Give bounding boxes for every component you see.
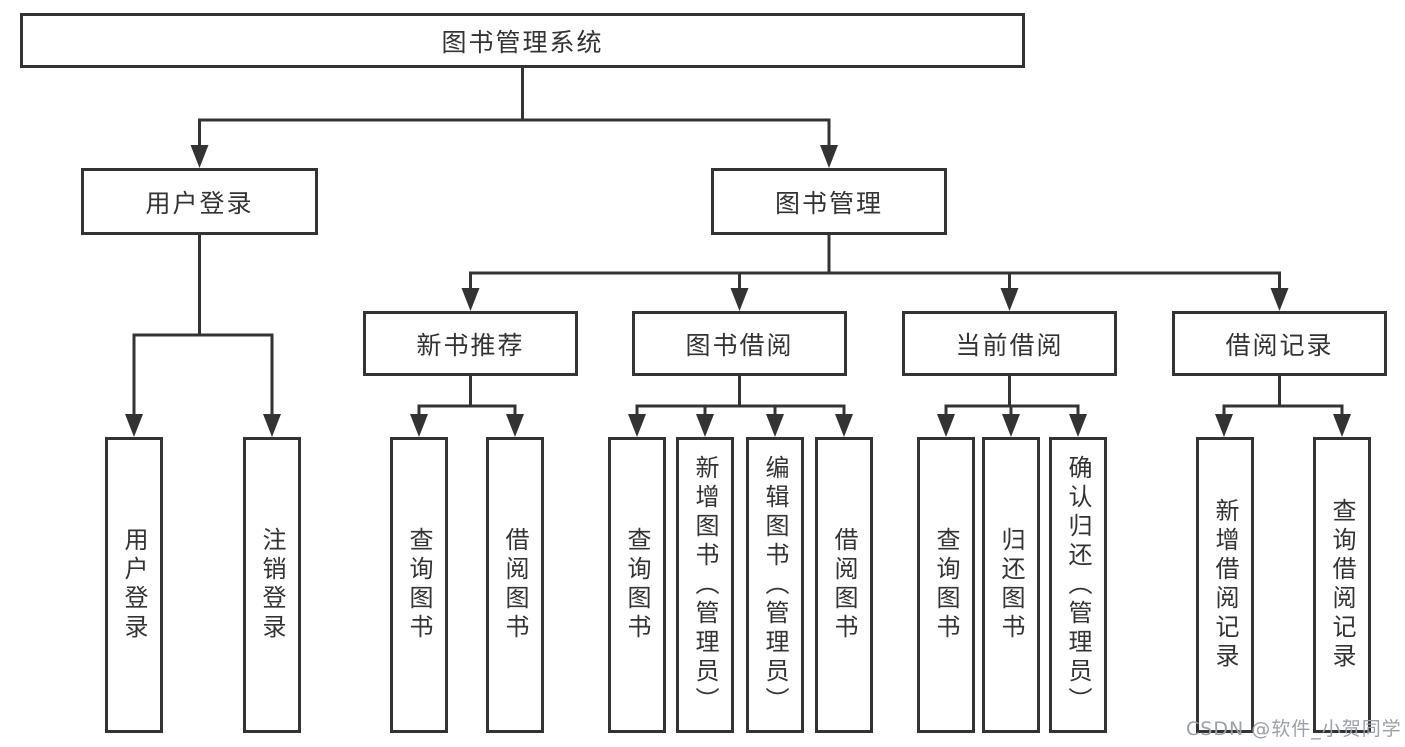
leaf-records-add: 新增借阅记录: [1196, 437, 1254, 733]
node-borrow-records: 借阅记录: [1172, 311, 1387, 376]
arrowheads: [125, 145, 1351, 437]
node-book-borrow: 图书借阅: [632, 311, 847, 376]
node-book-management: 图书管理: [711, 168, 947, 235]
leaf-newbook-borrow: 借阅图书: [486, 437, 544, 733]
node-user-login: 用户登录: [81, 168, 318, 235]
leaf-newbook-query: 查询图书: [390, 437, 448, 733]
leaf-current-query: 查询图书: [917, 437, 975, 733]
leaf-borrow-edit-admin: 编辑图书（管理员）: [746, 437, 804, 733]
leaf-borrow-borrow: 借阅图书: [815, 437, 873, 733]
node-book-borrow-label: 图书借阅: [685, 330, 794, 360]
leaf-borrow-add-admin: 新增图书（管理员）: [676, 437, 734, 733]
node-book-management-label: 图书管理: [774, 188, 883, 218]
csdn-watermark: CSDN @软件_小贺同学: [1186, 718, 1402, 740]
node-root-system-label: 图书管理系统: [441, 27, 604, 57]
node-root-system: 图书管理系统: [20, 13, 1025, 68]
leaf-user-login: 用户登录: [105, 437, 163, 733]
node-new-book-recommend-label: 新书推荐: [416, 330, 525, 360]
node-current-borrow-label: 当前借阅: [955, 330, 1064, 360]
node-user-login-label: 用户登录: [145, 188, 254, 218]
leaf-current-return: 归还图书: [982, 437, 1040, 733]
node-current-borrow: 当前借阅: [902, 311, 1117, 376]
leaf-records-query: 查询借阅记录: [1313, 437, 1371, 733]
leaf-borrow-query: 查询图书: [608, 437, 666, 733]
leaf-current-confirm-admin: 确认归还（管理员）: [1049, 437, 1107, 733]
leaf-logout: 注销登录: [243, 437, 301, 733]
node-new-book-recommend: 新书推荐: [363, 311, 578, 376]
node-borrow-records-label: 借阅记录: [1225, 330, 1334, 360]
